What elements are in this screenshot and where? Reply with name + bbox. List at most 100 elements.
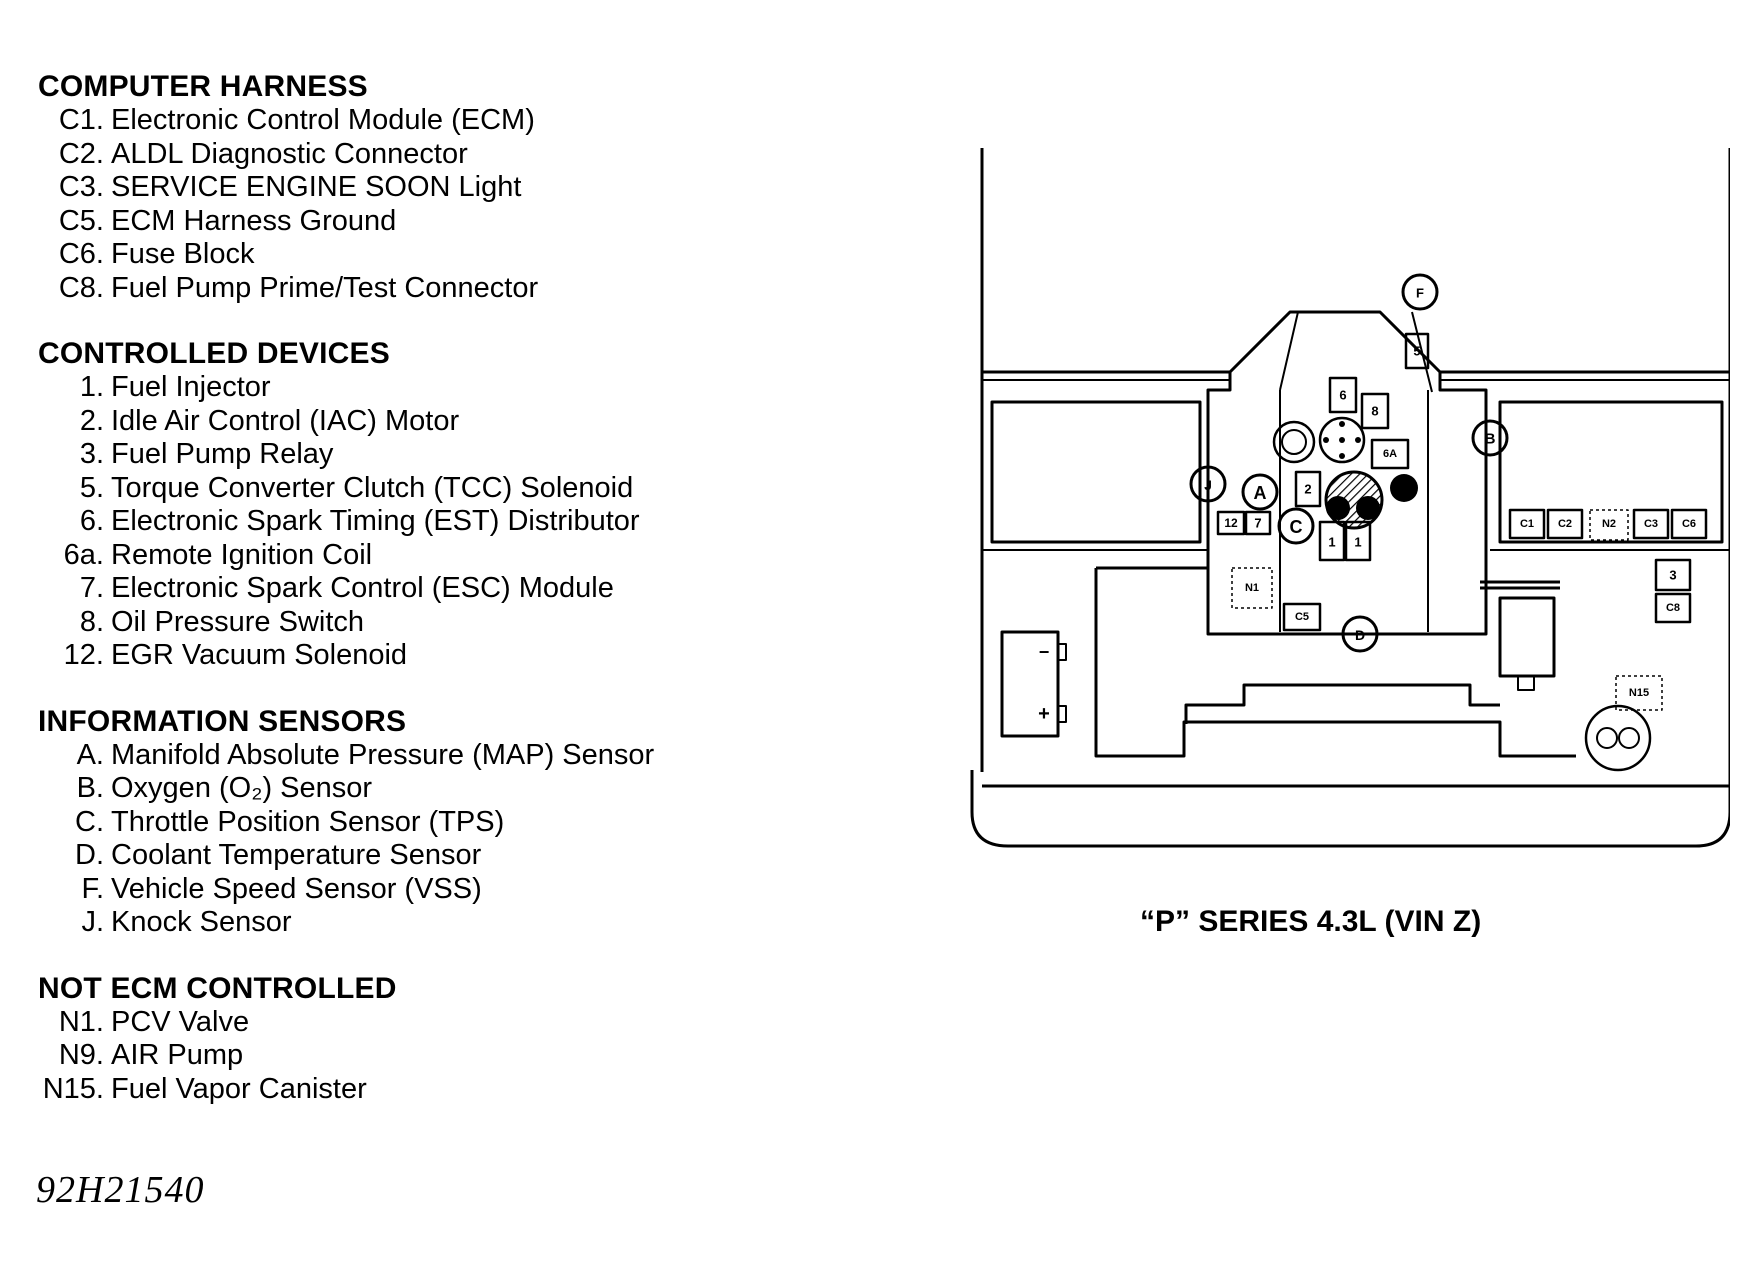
label-c5: C5: [1295, 611, 1309, 623]
item-code: C1.: [58, 104, 104, 136]
label-n1: N1: [1245, 582, 1259, 594]
legend-item: F.Vehicle Speed Sensor (VSS): [38, 873, 758, 907]
item-label: ALDL Diagnostic Connector: [111, 137, 468, 170]
callout-d: D: [1355, 627, 1365, 643]
box-7: [1244, 510, 1272, 536]
label-c8: C8: [1666, 602, 1680, 614]
item-label: Fuel Vapor Canister: [111, 1072, 367, 1105]
battery: [1000, 630, 1060, 738]
air-pump-pulley: [1517, 675, 1535, 691]
item-code: C3.: [58, 171, 104, 203]
legend-item: 6.Electronic Spark Timing (EST) Distribu…: [38, 505, 758, 539]
item-label: Electronic Spark Timing (EST) Distributo…: [111, 505, 640, 537]
radiator-top: [1184, 683, 1500, 724]
figure-id: 92H21540: [36, 1169, 205, 1211]
item-label: Vehicle Speed Sensor (VSS): [111, 872, 482, 905]
callout-f-circle: [1401, 273, 1439, 311]
box-3: [1654, 558, 1692, 592]
item-label: Oxygen (O₂) Sensor: [111, 772, 373, 804]
box-c2: [1546, 508, 1584, 540]
legend-section-information-sensors: INFORMATION SENSORS A.Manifold Absolute …: [38, 705, 758, 940]
box-c1: [1508, 508, 1546, 540]
pcv-valve-box: [1231, 567, 1273, 609]
engine-valley-right: [1411, 311, 1433, 632]
front-bumper: [970, 770, 1730, 848]
legend-section-not-ecm-controlled: NOT ECM CONTROLLED N1.PCV Valve N9.AIR P…: [38, 972, 758, 1107]
legend-item: 6a.Remote Ignition Coil: [38, 539, 758, 573]
component-legend: COMPUTER HARNESS C1.Electronic Control M…: [38, 70, 758, 1138]
label-12: 12: [1224, 516, 1238, 530]
vapor-canister: [1584, 704, 1652, 772]
item-code: N15.: [42, 1072, 104, 1105]
box-5: [1404, 332, 1430, 370]
battery-terminal-pos: [1057, 705, 1067, 723]
distributor-terminal: [1339, 421, 1345, 427]
item-code: 6.: [79, 505, 104, 537]
air-pump-body: [1498, 596, 1556, 678]
item-code: C5.: [58, 204, 104, 237]
label-n15: N15: [1629, 687, 1649, 699]
box-8: [1360, 392, 1390, 430]
battery-positive-label: +: [1038, 703, 1050, 725]
item-code: D.: [75, 839, 104, 871]
box-12: [1216, 510, 1246, 536]
box-2: [1294, 470, 1322, 508]
legend-item: 1.Fuel Injector: [38, 371, 758, 405]
legend-item: N9.AIR Pump: [38, 1039, 758, 1073]
vapor-canister-port-right: [1618, 727, 1640, 749]
callout-d-circle: [1341, 615, 1379, 653]
distributor-cap: [1272, 420, 1316, 464]
distributor-terminal: [1355, 437, 1361, 443]
item-label: Fuel Injector: [111, 371, 271, 403]
radiator-support: [1094, 568, 1576, 758]
legend-item: C1.Electronic Control Module (ECM): [38, 104, 758, 138]
item-label: Coolant Temperature Sensor: [111, 839, 482, 871]
coil-tower-dot: [1390, 474, 1418, 502]
legend-item: C2.ALDL Diagnostic Connector: [38, 138, 758, 172]
legend-item: A.Manifold Absolute Pressure (MAP) Senso…: [38, 739, 758, 773]
legend-item: 3.Fuel Pump Relay: [38, 438, 758, 472]
section-heading: NOT ECM CONTROLLED: [38, 971, 397, 1005]
box-c8: [1654, 592, 1692, 624]
air-pump-bracket: [1480, 580, 1560, 590]
label-3: 3: [1669, 568, 1676, 583]
item-label: Throttle Position Sensor (TPS): [111, 805, 505, 838]
item-label: Oil Pressure Switch: [111, 605, 365, 638]
engine-valley-left: [1279, 311, 1299, 632]
right-inner-panel: [1498, 400, 1724, 544]
left-wheelhouse: [1096, 550, 1210, 570]
item-label: Knock Sensor: [111, 906, 292, 938]
item-label: SERVICE ENGINE SOON Light: [111, 171, 522, 203]
item-code: 6a.: [63, 538, 104, 571]
item-label: Fuel Pump Prime/Test Connector: [111, 271, 539, 304]
callout-c-circle: [1277, 507, 1315, 545]
injector-dot-left: [1326, 496, 1350, 520]
oil-filler: [1318, 416, 1366, 464]
distributor-inner: [1281, 429, 1307, 455]
engine-top-outline: [1206, 310, 1488, 636]
injector-dot-right: [1356, 496, 1380, 520]
legend-item: 12.EGR Vacuum Solenoid: [38, 639, 758, 673]
callout-b-circle: [1471, 419, 1509, 457]
item-code: 5.: [79, 471, 104, 504]
legend-item: 2.Idle Air Control (IAC) Motor: [38, 405, 758, 439]
label-1b: 1: [1354, 535, 1361, 550]
distributor-terminal: [1339, 437, 1345, 443]
legend-item: C3.SERVICE ENGINE SOON Light: [38, 171, 758, 205]
item-label: Electronic Spark Control (ESC) Module: [111, 572, 614, 604]
engine-compartment-diagram: F B J A C D 5 6 8 6A 2 12 7 1 1 C5 N1 C1…: [970, 148, 1730, 848]
section-heading: COMPUTER HARNESS: [38, 70, 368, 103]
item-label: EGR Vacuum Solenoid: [111, 639, 408, 671]
label-7: 7: [1254, 516, 1261, 531]
callout-c: C: [1290, 517, 1303, 537]
item-code: C2.: [58, 137, 104, 170]
box-c3: [1632, 508, 1670, 540]
box-1a: [1318, 520, 1346, 562]
item-code: 2.: [79, 404, 104, 437]
legend-section-computer-harness: COMPUTER HARNESS C1.Electronic Control M…: [38, 70, 758, 305]
callout-a: A: [1254, 483, 1267, 503]
box-c5: [1282, 602, 1322, 632]
label-n2: N2: [1602, 518, 1616, 530]
legend-item: 5.Torque Converter Clutch (TCC) Solenoid: [38, 472, 758, 506]
item-code: 7.: [79, 572, 104, 604]
